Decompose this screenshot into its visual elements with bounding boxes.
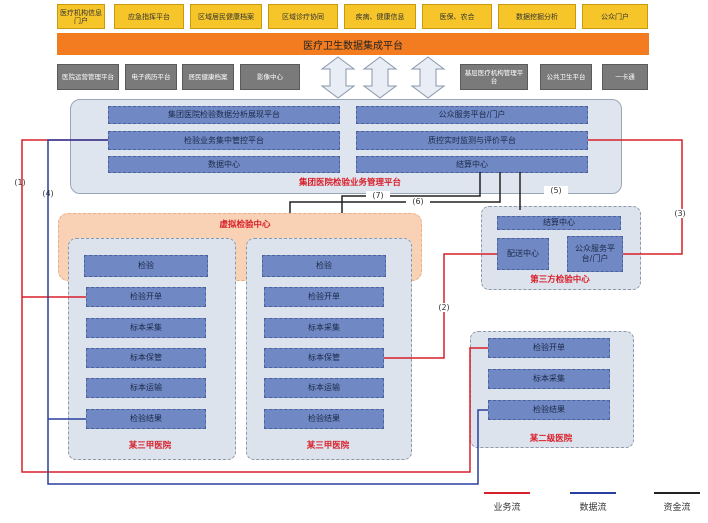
- data-center: 数据中心: [108, 156, 340, 173]
- top-box-3: 区域居民健康档案: [190, 4, 262, 29]
- hospital-a-collection: 标本采集: [86, 318, 206, 338]
- hospital-a-storage: 标本保管: [86, 348, 206, 368]
- flow-label-6: (6): [406, 197, 430, 206]
- second-hospital-title: 某二级医院: [529, 434, 573, 444]
- top-box-4: 区域诊疗协同: [268, 4, 338, 29]
- third-party-delivery: 配送中心: [497, 238, 549, 270]
- third-party-settlement: 结算中心: [497, 216, 621, 230]
- business-flow-1: [21, 139, 488, 473]
- third-party-title: 第三方检验中心: [530, 275, 590, 285]
- flow-label-3: (3): [668, 209, 692, 218]
- gray-box-ops: 医院运营管理平台: [57, 64, 119, 90]
- hospital-b-title: 某三甲医院: [306, 441, 350, 451]
- qc-monitoring-platform: 质控实时监测与评价平台: [356, 131, 588, 150]
- central-control-platform: 检验业务集中管控平台: [108, 131, 340, 150]
- public-service-portal: 公众服务平台/门户: [356, 106, 588, 124]
- hospital-a-title: 某三甲医院: [128, 441, 172, 451]
- hospital-b-order: 检验开单: [264, 287, 384, 307]
- gray-box-primary-care: 基层医疗机构管理平台: [460, 64, 528, 90]
- integration-platform-banner: 医疗卫生数据集成平台: [57, 33, 649, 55]
- hospital-b-transport: 标本运输: [264, 378, 384, 398]
- flow-label-5: (5): [544, 186, 568, 195]
- hospital-a-lab: 检验: [84, 255, 208, 277]
- legend-data-label: 数据流: [579, 503, 607, 513]
- double-arrow-icon: [362, 56, 398, 99]
- second-hospital-order: 检验开单: [488, 338, 610, 358]
- legend-money-label: 资金流: [663, 503, 691, 513]
- top-box-1: 医疗机构信息门户: [57, 4, 105, 29]
- hospital-a-order: 检验开单: [86, 287, 206, 307]
- hospital-b-lab: 检验: [262, 255, 386, 277]
- data-flow-4: [47, 139, 488, 485]
- gray-box-health-record: 居民健康档案: [182, 64, 234, 90]
- hospital-b-result: 检验结果: [264, 409, 384, 429]
- legend-business-label: 业务流: [493, 503, 521, 513]
- flow-label-4: (4): [42, 189, 54, 198]
- gray-box-emr: 电子病历平台: [125, 64, 177, 90]
- top-box-7: 数据挖掘分析: [498, 4, 576, 29]
- top-box-6: 医保、农合: [422, 4, 492, 29]
- double-arrow-icon: [410, 56, 446, 99]
- double-arrow-icon: [320, 56, 356, 99]
- second-hospital-result: 检验结果: [488, 400, 610, 420]
- second-hospital-collection: 标本采集: [488, 369, 610, 389]
- flow-label-2: (2): [432, 303, 456, 312]
- money-flow-6: [289, 172, 501, 213]
- platform-title: 集团医院检验业务管理平台: [298, 178, 401, 188]
- top-box-8: 公众门户: [582, 4, 648, 29]
- third-party-public: 公众服务平台/门户: [567, 236, 623, 272]
- gray-box-card: 一卡通: [602, 64, 648, 90]
- settlement-center: 结算中心: [356, 156, 588, 173]
- top-box-5: 疾病、健康信息: [344, 4, 416, 29]
- virtual-lab-center-title: 虚拟检验中心: [219, 220, 271, 230]
- hospital-b-collection: 标本采集: [264, 318, 384, 338]
- flow-label-7: (7): [366, 191, 390, 200]
- gray-box-imaging: 影像中心: [240, 64, 300, 90]
- flow-label-1: (1): [14, 178, 26, 187]
- hospital-a-result: 检验结果: [86, 409, 206, 429]
- money-flow-7: [341, 172, 481, 213]
- business-flow-3: [588, 139, 683, 255]
- hospital-a-transport: 标本运输: [86, 378, 206, 398]
- analytics-platform: 集团医院检验数据分析展现平台: [108, 106, 340, 124]
- top-box-2: 应急指挥平台: [114, 4, 184, 29]
- hospital-b-storage: 标本保管: [264, 348, 384, 368]
- gray-box-public-health: 公共卫生平台: [540, 64, 592, 90]
